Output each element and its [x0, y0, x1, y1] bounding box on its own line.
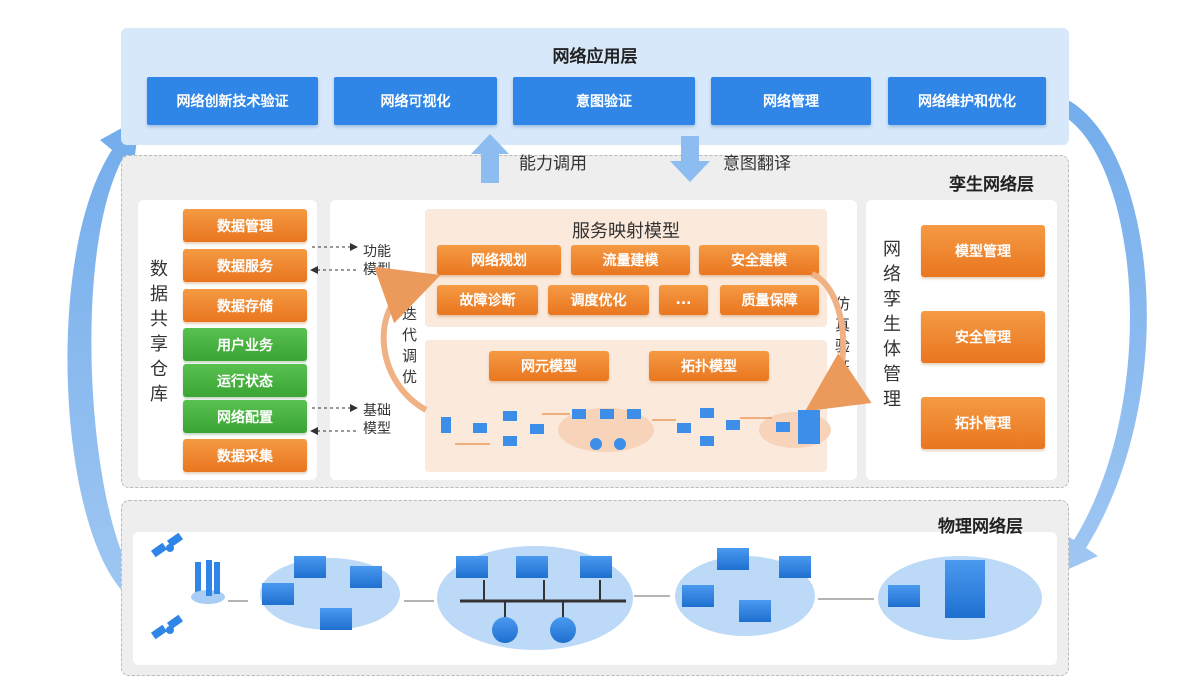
model-more[interactable]: ... — [659, 285, 708, 315]
app-item-innovation[interactable]: 网络创新技术验证 — [147, 77, 318, 125]
repo-item-run-status[interactable]: 运行状态 — [183, 364, 307, 397]
application-layer-title: 网络应用层 — [552, 47, 638, 67]
manage-security[interactable]: 安全管理 — [921, 311, 1045, 363]
data-repository-title: 数据共享仓库 — [150, 259, 168, 405]
model-network-planning[interactable]: 网络规划 — [437, 245, 561, 275]
physical-layer-title: 物理网络层 — [938, 517, 1023, 537]
model-schedule-optimize[interactable]: 调度优化 — [548, 285, 649, 315]
repo-item-network-config[interactable]: 网络配置 — [183, 400, 307, 433]
model-network-element[interactable]: 网元模型 — [489, 351, 609, 381]
intent-translate-label: 意图翻译 — [723, 154, 791, 174]
repo-item-data-collect[interactable]: 数据采集 — [183, 439, 307, 472]
app-item-intent-verify[interactable]: 意图验证 — [513, 77, 695, 125]
basic-model-label: 基础模型 — [363, 403, 391, 437]
function-model-label: 功能模型 — [363, 244, 391, 278]
model-fault-diagnosis[interactable]: 故障诊断 — [437, 285, 538, 315]
application-layer: 网络应用层 网络创新技术验证 网络可视化 意图验证 网络管理 网络维护和优化 — [121, 28, 1069, 145]
model-topology[interactable]: 拓扑模型 — [649, 351, 769, 381]
simulate-verify-label: 仿真验证 — [835, 295, 851, 376]
right-cycle-arrow — [1044, 92, 1147, 580]
app-item-visualization[interactable]: 网络可视化 — [334, 77, 497, 125]
physical-network-panel: 物理网络层 — [133, 517, 1057, 665]
app-item-network-manage[interactable]: 网络管理 — [711, 77, 871, 125]
repo-item-data-service[interactable]: 数据服务 — [183, 249, 307, 282]
repo-item-data-manage[interactable]: 数据管理 — [183, 209, 307, 242]
manage-model[interactable]: 模型管理 — [921, 225, 1045, 277]
mapping-model-title: 服务映射模型 — [572, 221, 680, 242]
app-item-maintain-optimize[interactable]: 网络维护和优化 — [888, 77, 1046, 125]
repo-item-data-storage[interactable]: 数据存储 — [183, 289, 307, 322]
repo-item-user-business[interactable]: 用户业务 — [183, 328, 307, 361]
model-quality-assurance[interactable]: 质量保障 — [720, 285, 819, 315]
twin-layer-title: 孪生网络层 — [949, 175, 1034, 195]
capability-call-label: 能力调用 — [519, 154, 587, 174]
iterate-optimize-label: 迭代调优 — [402, 305, 418, 386]
model-traffic-modeling[interactable]: 流量建模 — [571, 245, 690, 275]
model-security-modeling[interactable]: 安全建模 — [699, 245, 819, 275]
left-cycle-arrow — [67, 118, 150, 604]
manage-topology[interactable]: 拓扑管理 — [921, 397, 1045, 449]
twin-management-title: 网络孪生体管理 — [883, 239, 901, 410]
